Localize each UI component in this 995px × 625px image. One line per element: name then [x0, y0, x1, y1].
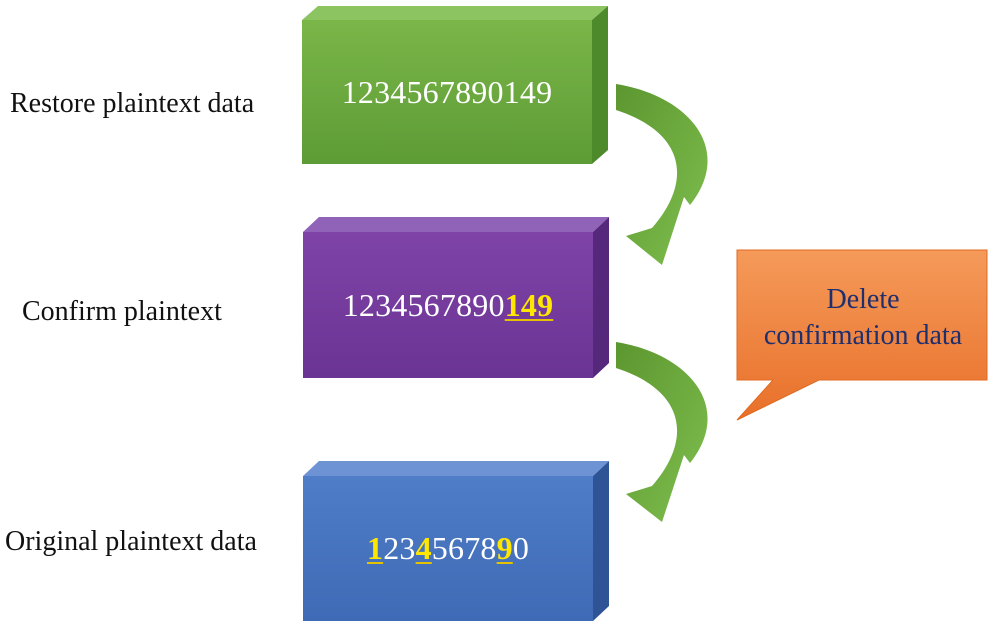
original-digit-plain: 5678 — [431, 530, 497, 566]
curved-arrow-icon — [616, 342, 708, 522]
delete-confirmation-callout: Delete confirmation data — [733, 248, 993, 428]
original-digit-plain: 0 — [512, 530, 530, 566]
original-digit-highlight: 1 — [366, 530, 384, 566]
label-confirm-plaintext: Confirm plaintext — [22, 296, 222, 327]
label-original-plaintext: Original plaintext data — [5, 526, 257, 557]
callout-line-2: confirmation data — [763, 320, 963, 351]
confirm-value-highlight: 149 — [504, 286, 554, 323]
original-digit-highlight: 9 — [496, 530, 513, 566]
original-digit-plain: 23 — [383, 530, 416, 566]
callout-text: Delete confirmation data — [741, 282, 985, 354]
original-digit-highlight: 4 — [415, 530, 432, 566]
block-side-face — [593, 217, 609, 378]
restore-data-block: 1234567890149 — [302, 6, 608, 164]
confirm-value-plain: 1234567890 — [342, 286, 505, 323]
callout-line-1: Delete — [826, 284, 900, 315]
callout-shape — [736, 249, 988, 421]
block-top-face — [303, 217, 609, 232]
block-side-face — [592, 6, 608, 164]
block-top-face — [303, 461, 609, 476]
block-top-face — [302, 6, 608, 20]
label-restore-plaintext: Restore plaintext data — [10, 88, 255, 119]
restore-data-value: 1234567890149 — [302, 20, 592, 164]
block-side-face — [593, 461, 609, 621]
curved-arrow-icon — [616, 84, 708, 265]
